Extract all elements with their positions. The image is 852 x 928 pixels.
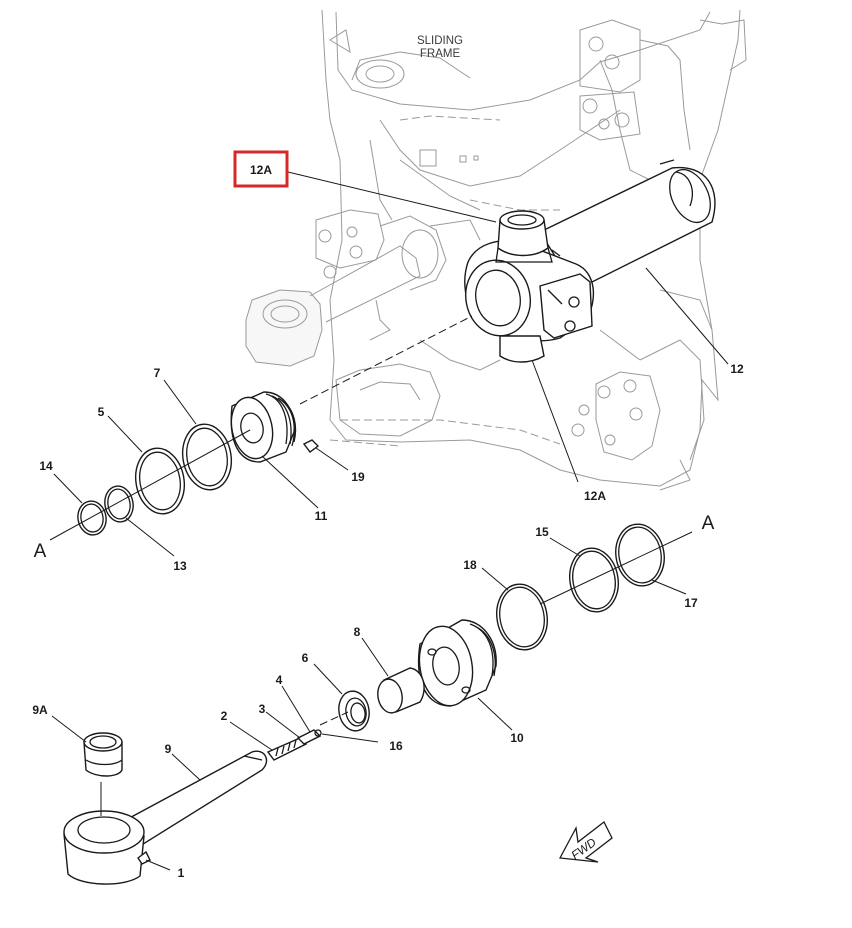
callout-4: 4 [276,673,283,687]
callout-12A-top: 12A [250,163,272,177]
frame-label-line1: SLIDING [417,35,463,47]
seal-6 [338,690,370,732]
callout-12: 12 [730,362,744,376]
head-11 [230,391,297,463]
callout-11: 11 [315,509,328,523]
callout-9: 9 [165,742,172,756]
leader-lines [51,171,729,871]
callout-5: 5 [98,405,105,419]
ring-13 [104,485,134,523]
callout-16: 16 [389,739,403,753]
ring-14 [77,500,107,536]
callout-19: 19 [351,470,365,484]
trunnion-12A [464,210,595,363]
callout-7: 7 [154,366,161,380]
ring-axis-lower [539,531,693,605]
rod-eye-1 [63,810,151,885]
rod-9 [120,750,268,847]
forward-arrow-icon: FWD [558,821,613,863]
callout-14: 14 [39,459,53,473]
assembly-axis-upper [299,315,473,405]
ring-18 [496,583,548,651]
bolt-parts-2-3-4 [266,729,322,761]
ring-7 [181,423,233,491]
ring-axis-upper [49,429,251,541]
callout-13: 13 [173,559,187,573]
ring-5 [134,447,186,515]
callout-10: 10 [510,731,524,745]
callout-A-right: A [702,513,715,534]
sleeve-8 [377,667,425,714]
callout-12A-bottom: 12A [584,489,606,503]
callout-15: 15 [535,525,549,539]
callout-8: 8 [354,625,361,639]
cylinder-barrel-12 [538,159,716,291]
callout-1: 1 [178,866,185,880]
callout-9A: 9A [32,703,48,717]
callout-3: 3 [259,702,266,716]
bushing-9A [83,732,123,777]
callout-18: 18 [463,558,477,572]
ring-17 [615,523,665,587]
highlight-box-12A [233,150,289,188]
fwd-label: FWD [568,835,599,863]
frame-label-line2: FRAME [420,48,461,60]
callout-2: 2 [221,709,228,723]
plug-19 [302,439,320,453]
ring-15 [569,547,619,613]
callout-A-left: A [34,541,47,562]
callout-17: 17 [684,596,698,610]
piston-10 [418,619,497,707]
callout-6: 6 [302,651,309,665]
sliding-frame-background [245,9,747,491]
